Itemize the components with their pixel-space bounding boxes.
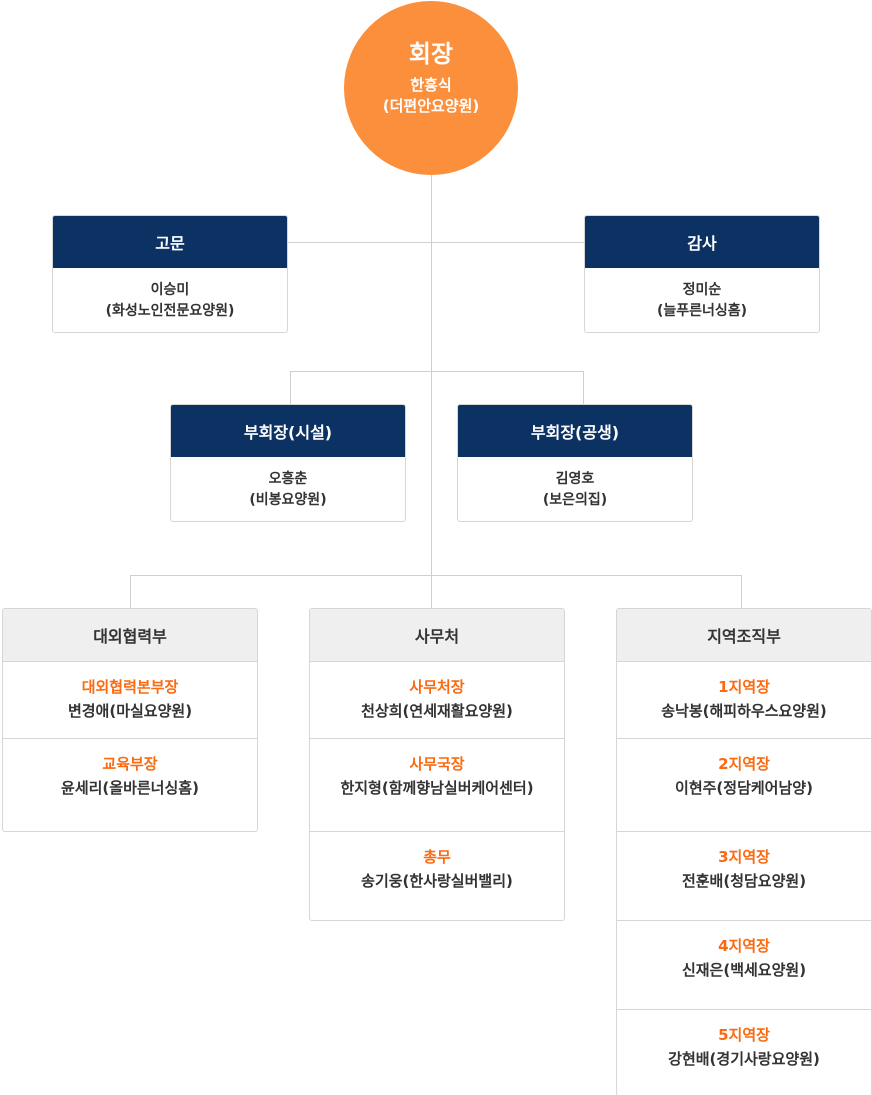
person: 신재은(백세요양원)	[681, 961, 807, 979]
connector	[431, 575, 432, 608]
person: 송낙봉(해피하우스요양원)	[661, 702, 827, 720]
role: 3지역장	[718, 848, 770, 866]
chairman-org: (더편안요양원)	[382, 97, 480, 115]
vp-facility-org: (비봉요양원)	[249, 492, 327, 508]
vp-public-org: (보은의집)	[542, 492, 608, 508]
role: 2지역장	[718, 755, 770, 773]
person: 전훈배(청담요양원)	[681, 872, 807, 890]
connector	[290, 371, 584, 372]
chairman-title: 회장	[408, 40, 454, 68]
auditor-org: (늘푸른너싱홈)	[656, 303, 748, 319]
role: 5지역장	[718, 1026, 770, 1044]
advisor-name: 이승미	[150, 282, 190, 298]
vp-public-name: 김영호	[555, 471, 595, 487]
role: 1지역장	[718, 678, 770, 696]
vp-facility-name: 오흥춘	[268, 471, 308, 487]
role: 사무국장	[409, 755, 465, 773]
role: 대외협력본부장	[81, 678, 179, 696]
connector	[130, 575, 742, 576]
advisor-org: (화성노인전문요양원)	[105, 303, 235, 319]
vp-public-node: 부회장(공생) 김영호 (보은의집)	[457, 404, 693, 522]
role: 교육부장	[102, 755, 158, 773]
person: 한지형(함께향남실버케어센터)	[340, 779, 534, 797]
auditor-node: 감사 정미순 (늘푸른너싱홈)	[584, 215, 820, 333]
advisor-node: 고문 이승미 (화성노인전문요양원)	[52, 215, 288, 333]
department-title: 지역조직부	[617, 609, 871, 661]
person: 천상희(연세재활요양원)	[361, 702, 513, 720]
department-title: 대외협력부	[3, 609, 257, 661]
person: 강현배(경기사랑요양원)	[668, 1050, 820, 1068]
connector	[583, 371, 584, 404]
person: 송기웅(한사랑실버밸리)	[361, 872, 513, 890]
chairman-name: 한흥식	[410, 76, 452, 94]
connector	[431, 170, 432, 575]
advisor-title: 고문	[53, 216, 287, 268]
role: 4지역장	[718, 937, 770, 955]
auditor-title: 감사	[585, 216, 819, 268]
connector	[130, 575, 131, 608]
role: 사무처장	[409, 678, 465, 696]
auditor-name: 정미순	[682, 282, 722, 298]
person: 이현주(정담케어남양)	[675, 779, 813, 797]
chairman-node: 회장 한흥식 (더편안요양원)	[344, 1, 518, 175]
connector	[288, 242, 584, 243]
role: 총무	[423, 848, 451, 866]
connector	[290, 371, 291, 404]
person: 윤세리(올바른너싱홈)	[61, 779, 199, 797]
vp-facility-node: 부회장(시설) 오흥춘 (비봉요양원)	[170, 404, 406, 522]
person: 변경애(마실요양원)	[67, 702, 193, 720]
vp-public-title: 부회장(공생)	[458, 405, 692, 457]
department-title: 사무처	[310, 609, 564, 661]
vp-facility-title: 부회장(시설)	[171, 405, 405, 457]
connector	[741, 575, 742, 608]
